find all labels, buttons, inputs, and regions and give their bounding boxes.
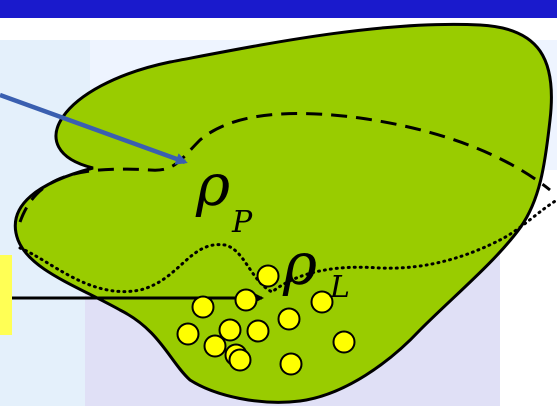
particle-10 <box>334 332 355 353</box>
particle-3 <box>236 290 257 311</box>
particle-1 <box>258 266 279 287</box>
particle-13 <box>281 354 302 375</box>
top-bar <box>0 0 557 18</box>
particle-12 <box>230 350 251 371</box>
rho-l-subscript: L <box>329 270 350 305</box>
yellow-tab <box>0 255 12 335</box>
particle-8 <box>248 321 269 342</box>
rho-p-symbol: ρ <box>195 151 230 219</box>
particle-2 <box>193 297 214 318</box>
particle-9 <box>205 336 226 357</box>
particle-6 <box>178 324 199 345</box>
particle-7 <box>220 320 241 341</box>
particle-5 <box>279 309 300 330</box>
rho-p-subscript: P <box>231 205 253 240</box>
rho-l-symbol: ρ <box>282 230 317 298</box>
